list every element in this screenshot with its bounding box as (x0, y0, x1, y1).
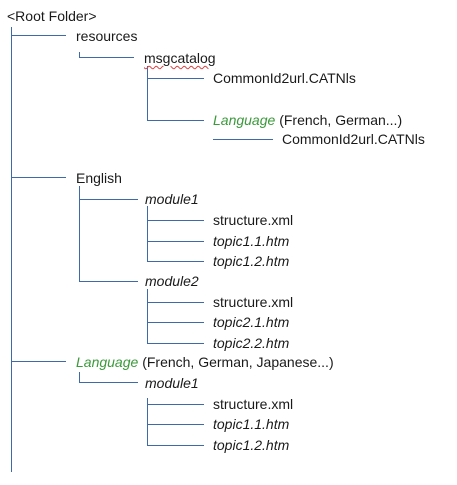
res-language-label: Language (French, German...) (213, 112, 402, 128)
branch-msgcatalog (79, 52, 134, 58)
res-language-suffix: (French, German...) (279, 112, 403, 128)
en-m1-topic1-label: topic1.1.htm (213, 233, 290, 249)
lang-trunk-line (79, 372, 138, 383)
en-m2-topic2-label: topic2.2.htm (213, 335, 290, 351)
res-file2-label: CommonId2url.CATNls (282, 131, 425, 147)
language-folder-suffix: (French, German, Japanese...) (142, 354, 334, 370)
en-module1-folder-label: module1 (145, 191, 199, 207)
en-m2-structure-label: structure.xml (213, 294, 294, 310)
msgcatalog-folder-label: msgcatalog (144, 50, 216, 66)
resources-folder-label: resources (76, 28, 138, 44)
language-folder-label: Language (French, German, Japanese...) (76, 354, 334, 370)
en-m1-structure-label: structure.xml (213, 212, 294, 228)
english-folder-label: English (76, 170, 122, 186)
lang-module1-folder-label: module1 (145, 375, 199, 391)
res-file1-label: CommonId2url.CATNls (213, 70, 356, 86)
lang-m1-structure-label: structure.xml (213, 396, 294, 412)
language-folder-name: Language (76, 354, 139, 370)
en-m2-topic1-label: topic2.1.htm (213, 314, 290, 330)
lang-m1-topic1-label: topic1.1.htm (213, 416, 290, 432)
en-m1-topic2-label: topic1.2.htm (213, 253, 290, 269)
lang-m1-topic2-label: topic1.2.htm (213, 437, 290, 453)
res-language-name: Language (213, 112, 276, 128)
root-folder-label: <Root Folder> (7, 8, 97, 24)
en-module2-folder-label: module2 (145, 273, 199, 289)
